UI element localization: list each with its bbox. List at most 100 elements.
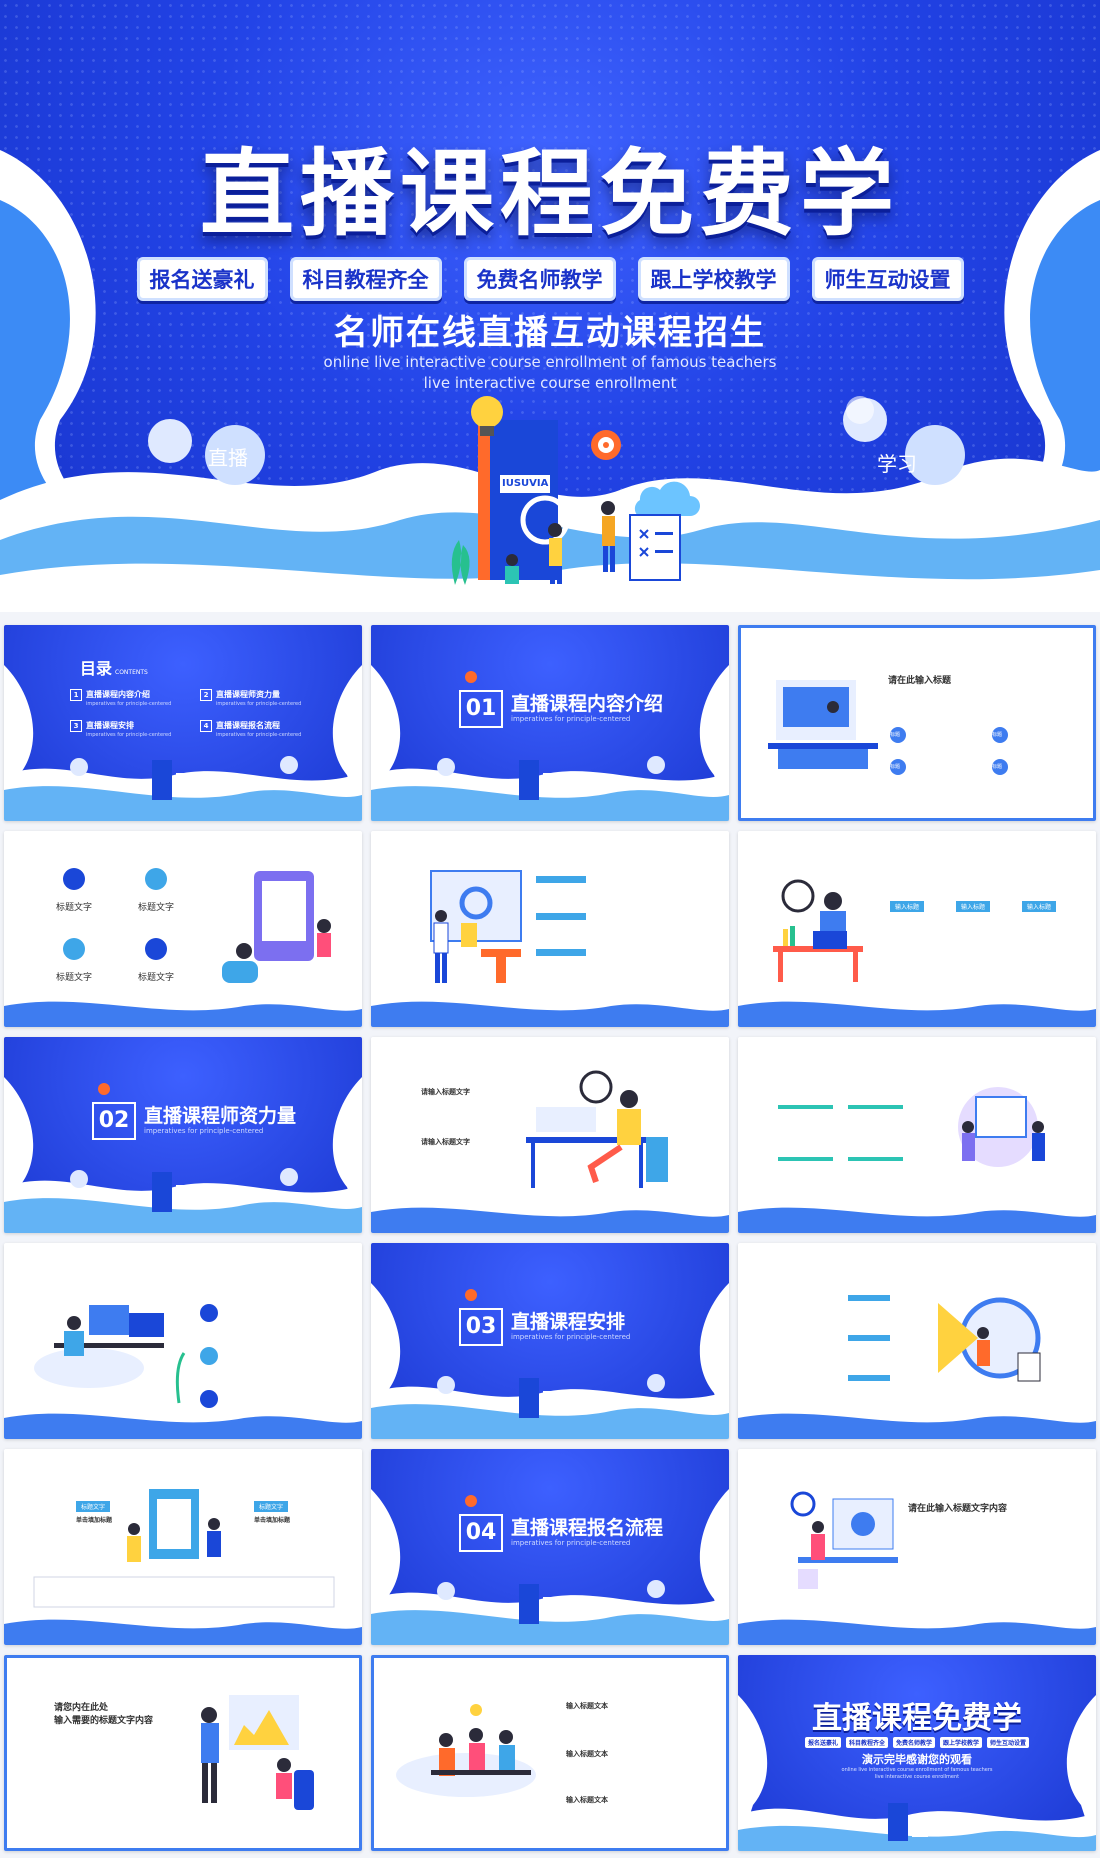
bullet-label: 标题: [992, 732, 1003, 738]
ending-subtitle: 演示完毕感谢您的观看: [862, 1753, 972, 1766]
hero-english-line: live interactive course enrollment: [423, 374, 677, 392]
ending-tag: 科目教程齐全: [845, 1737, 888, 1748]
section-number: 02: [92, 1102, 136, 1140]
text-heading: 输入标题文本: [566, 1702, 608, 1710]
section-title: 直播课程内容介绍: [511, 693, 664, 715]
hero-tag: 科目教程齐全: [289, 257, 442, 301]
hero-tag: 免费名师教学: [463, 257, 616, 301]
hero-badge-right: 学习: [877, 452, 917, 476]
slide-frame: [4, 868, 362, 1027]
slide-thumbnail-section-04[interactable]: 04 直播课程报名流程 imperatives for principle-ce…: [371, 1449, 729, 1645]
text-heading: 输入标题文本: [566, 1796, 608, 1804]
text-heading: 请输入标题文字: [421, 1088, 470, 1096]
slide-thumbnail-section-01[interactable]: 01 直播课程内容介绍 imperatives for principle-ce…: [371, 625, 729, 821]
section-title: 直播课程报名流程: [511, 1517, 664, 1539]
slide-thumbnail-content[interactable]: 请在此输入标题 标题 标题 标题 标题: [738, 625, 1096, 821]
wave-bg: [738, 1695, 1096, 1851]
slide-thumbnail-section-02[interactable]: 02 直播课程师资力量 imperatives for principle-ce…: [4, 1037, 362, 1233]
item-title: 标题文字: [56, 973, 93, 983]
item-title: 标题文字: [138, 973, 175, 983]
item-subtitle: 单击填加标题: [76, 1517, 113, 1524]
ending-tag: 免费名师教学: [892, 1737, 935, 1748]
hero-badge-left: 直播: [208, 446, 248, 470]
slide-frame: [738, 625, 1096, 821]
slide-thumbnail-ending[interactable]: 直播课程免费学 报名送豪礼 科目教程齐全 免费名师教学 跟上学校教学 师生互动设…: [738, 1655, 1096, 1851]
ending-tag: 报名送豪礼: [804, 1737, 841, 1748]
section-subtitle: imperatives for principle-centered: [511, 1539, 631, 1547]
section-number: 04: [459, 1514, 503, 1552]
slide-heading: 输入需要的标题文字内容: [54, 1716, 154, 1726]
slide-thumbnail-content[interactable]: 请在此输入标题文字内容: [738, 1449, 1096, 1645]
hero-slide[interactable]: 直播课程免费学 报名送豪礼 科目教程齐全 免费名师教学 跟上学校教学 师生互动设…: [0, 0, 1100, 612]
header-label: 输入标题: [890, 901, 925, 912]
item-subtitle: 单击填加标题: [254, 1517, 291, 1524]
bullet-label: 标题: [890, 764, 901, 770]
slide-thumbnail-content[interactable]: 请输入标题文字 请输入标题文字: [371, 1037, 729, 1233]
hero-tags: 报名送豪礼 科目教程齐全 免费名师教学 跟上学校教学 师生互动设置: [0, 257, 1100, 301]
slide-thumbnail-content[interactable]: [4, 1243, 362, 1439]
slide-frame: [738, 1491, 1096, 1645]
wave-bg: [371, 665, 729, 821]
slide-thumbnail-content[interactable]: [371, 831, 729, 1027]
section-title: 直播课程师资力量: [144, 1105, 297, 1127]
slide-thumbnail-content[interactable]: [738, 1243, 1096, 1439]
slide-frame: [738, 879, 1096, 1027]
slide-frame: [371, 870, 729, 1027]
hero-tag: 报名送豪礼: [136, 257, 268, 301]
slide-frame: [371, 1655, 729, 1851]
slide-frame: [4, 1304, 362, 1439]
bullet-label: 标题: [890, 732, 901, 738]
slide-heading: 请您内在此处: [54, 1703, 109, 1713]
slide-thumbnail-content[interactable]: 标题文字 标题文字 单击填加标题 单击填加标题: [4, 1449, 362, 1645]
ending-english-line: online live interactive course enrollmen…: [841, 1767, 993, 1773]
slide-heading: 请在此输入标题: [888, 676, 952, 686]
slide-thumbnail-content[interactable]: 标题文字 标题文字 标题文字 标题文字: [4, 831, 362, 1027]
section-title: 直播课程安排: [511, 1311, 626, 1333]
item-title: 标题文字: [56, 903, 93, 913]
section-subtitle: imperatives for principle-centered: [511, 1333, 631, 1341]
slide-frame: [738, 1295, 1096, 1439]
header-label: 输入标题: [1022, 901, 1057, 912]
slide-thumbnail-content[interactable]: 输入标题 输入标题 输入标题: [738, 831, 1096, 1027]
wave-bg: [4, 665, 362, 821]
hero-waves: [0, 150, 1100, 612]
wave-bg: [371, 1489, 729, 1645]
section-subtitle: imperatives for principle-centered: [511, 715, 631, 723]
section-subtitle: imperatives for principle-centered: [144, 1127, 264, 1135]
slide-frame: [738, 1087, 1096, 1233]
ending-title: 直播课程免费学: [812, 1701, 1022, 1736]
hero-tag: 师生互动设置: [811, 257, 964, 301]
slide-frame: [4, 1489, 362, 1645]
item-title: 标题文字: [138, 903, 175, 913]
header-label: 输入标题: [956, 901, 991, 912]
hero-title: 直播课程免费学: [199, 139, 900, 249]
ending-tag: 师生互动设置: [987, 1737, 1030, 1748]
slide-thumbnail-content[interactable]: 输入标题文本 输入标题文本 输入标题文本: [371, 1655, 729, 1851]
slide-thumbnail-content[interactable]: [738, 1037, 1096, 1233]
bullet-label: 标题: [992, 764, 1003, 770]
slide-frame: [371, 1070, 729, 1233]
wave-bg: [371, 1283, 729, 1439]
hero-english-line: online live interactive course enrollmen…: [323, 353, 777, 371]
text-heading: 输入标题文本: [566, 1750, 608, 1758]
slide-thumbnail-content[interactable]: 请您内在此处 输入需要的标题文字内容: [4, 1655, 362, 1851]
slide-heading: 请在此输入标题文字内容: [908, 1504, 1008, 1514]
ending-tag: 跟上学校教学: [940, 1737, 983, 1748]
hero-subtitle: 名师在线直播互动课程招生: [334, 313, 766, 353]
slide-thumbnail-section-03[interactable]: 03 直播课程安排 imperatives for principle-cent…: [371, 1243, 729, 1439]
section-number: 01: [459, 690, 503, 728]
slide-frame: [4, 1655, 362, 1851]
text-heading: 请输入标题文字: [421, 1138, 470, 1146]
book-label: IUSUVIA: [502, 478, 549, 489]
section-number: 03: [459, 1308, 503, 1346]
ending-tags: 报名送豪礼 科目教程齐全 免费名师教学 跟上学校教学 师生互动设置: [738, 1737, 1096, 1748]
hero-tag: 跟上学校教学: [637, 257, 790, 301]
header-label: 标题文字: [254, 1501, 289, 1512]
